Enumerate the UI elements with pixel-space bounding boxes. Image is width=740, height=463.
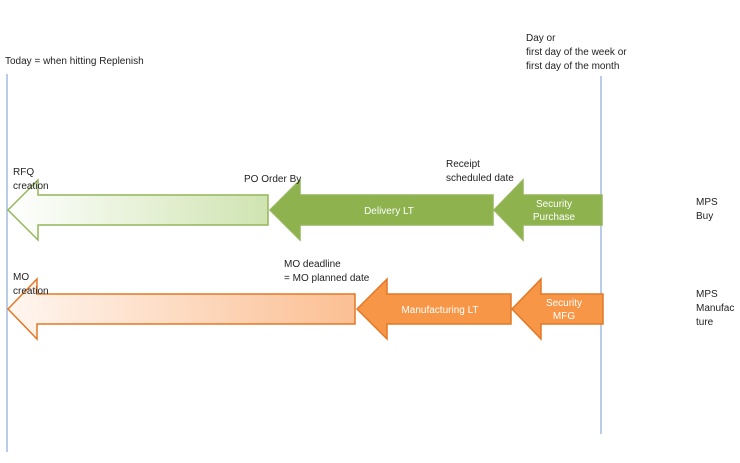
rfq-label-line2: creation (13, 181, 49, 192)
mps-manufacture-label-line1: MPS (696, 289, 718, 300)
mo-deadline-label-line2: = MO planned date (284, 273, 370, 284)
mo-arrow (6, 277, 356, 341)
security-purchase-arrow (492, 178, 603, 242)
rfq-arrow (6, 178, 269, 242)
mps-buy-label-line2: Buy (696, 211, 714, 222)
rfq-label-line1: RFQ (13, 167, 35, 178)
security-mfg-arrow (510, 277, 604, 341)
today-label: Today = when hitting Replenish (5, 56, 144, 67)
mps-buy-label-line1: MPS (696, 197, 718, 208)
receipt-label-line1: Receipt (446, 159, 480, 170)
delivery-lt-label: Delivery LT (364, 206, 414, 217)
period-label-line1: Day or (526, 33, 556, 44)
security-purchase-label-line1: Security (536, 199, 572, 210)
po-order-by-label: PO Order By (244, 174, 302, 185)
period-label-line3: first day of the month (526, 61, 620, 72)
mps-manufacture-label-line2: Manufac (696, 303, 735, 314)
receipt-label-line2: scheduled date (446, 173, 514, 184)
manufacturing-lt-label: Manufacturing LT (401, 305, 478, 316)
security-mfg-label-line1: Security (546, 298, 582, 309)
period-label-line2: first day of the week or (526, 47, 627, 58)
mps-manufacture-label-line3: ture (696, 317, 714, 328)
mo-deadline-label-line1: MO deadline (284, 259, 341, 270)
mo-label-line2: creation (13, 286, 49, 297)
security-mfg-label-line2: MFG (553, 311, 575, 322)
mo-label-line1: MO (13, 272, 30, 283)
security-purchase-label-line2: Purchase (533, 212, 576, 223)
